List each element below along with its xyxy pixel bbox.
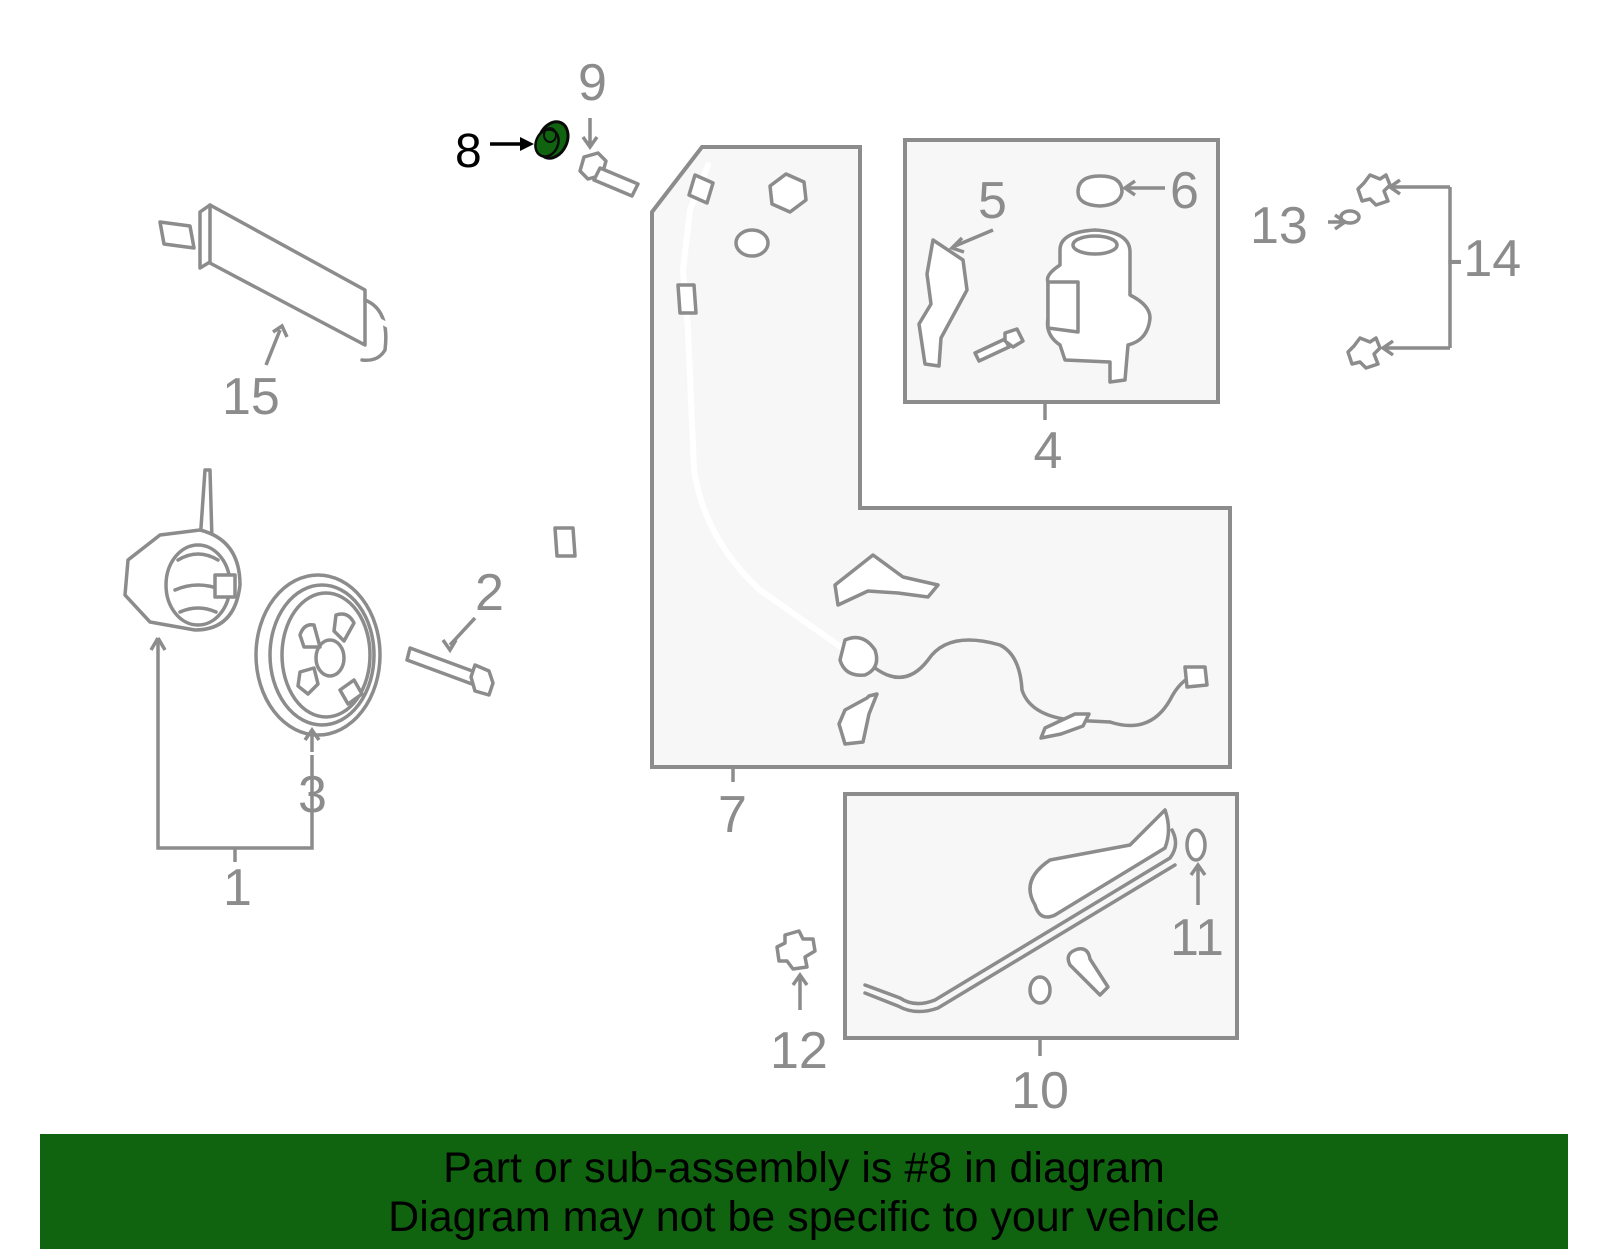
- banner-line-2: Diagram may not be specific to your vehi…: [388, 1193, 1220, 1241]
- callout-11: 11: [1170, 909, 1224, 967]
- callout-12: 12: [770, 1022, 828, 1080]
- callout-9: 9: [578, 54, 607, 112]
- clamp-14-top: [1356, 173, 1392, 207]
- callout-1: 1: [223, 859, 252, 917]
- callout-3: 3: [298, 766, 327, 824]
- callout-7: 7: [718, 786, 747, 844]
- hose-13: [1267, 209, 1386, 390]
- leader-8: [490, 137, 534, 151]
- callout-4: 4: [1034, 422, 1063, 480]
- callout-8: 8: [455, 125, 482, 178]
- callout-5: 5: [978, 172, 1007, 230]
- banner-line-1: Part or sub-assembly is #8 in diagram: [443, 1144, 1165, 1192]
- info-banner: Part or sub-assembly is #8 in diagram Di…: [40, 1134, 1568, 1249]
- clamp-12: [775, 929, 817, 971]
- callout-13: 13: [1250, 197, 1308, 255]
- leader-lines: [149, 118, 1452, 1056]
- cooler-line-10: [863, 808, 1207, 1014]
- assembly-box-7: [650, 145, 1232, 769]
- callout-6: 6: [1170, 162, 1199, 220]
- clamp-14-bottom: [1346, 336, 1382, 370]
- bolt-9: [578, 151, 640, 198]
- callout-10: 10: [1011, 1062, 1069, 1120]
- pump-1: [123, 468, 242, 632]
- reservoir-4: [917, 174, 1152, 384]
- diagram-canvas: 1 2 3 4 5 6 7 8 9 10 11 12 13 -14 15: [123, 49, 1521, 1120]
- callout-2: 2: [475, 564, 504, 622]
- bolt-2: [405, 646, 495, 697]
- callout-15: 15: [222, 368, 280, 426]
- seal-8-highlight: [534, 120, 570, 160]
- cooler-15: [152, 49, 577, 603]
- callout-14: -14: [1446, 230, 1521, 288]
- pressure-hose-7: [676, 162, 1209, 746]
- pulley-3: [254, 573, 382, 737]
